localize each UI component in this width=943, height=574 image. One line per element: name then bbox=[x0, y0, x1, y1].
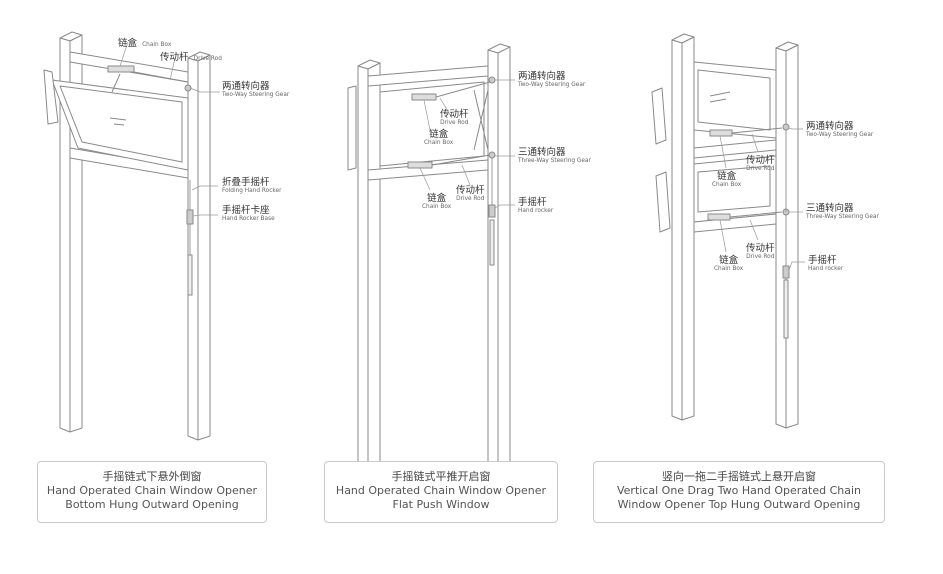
label-chain-box-top-p2: 链盒 Chain Box bbox=[424, 129, 454, 147]
label-en: Drive Rod bbox=[456, 196, 485, 203]
label-zh: 传动杆 bbox=[440, 109, 469, 120]
label-en: Hand rocker bbox=[518, 208, 554, 215]
label-hand-rocker-p3: 手摇杆 Hand rocker bbox=[808, 255, 844, 273]
label-en: Folding Hand Rocker bbox=[222, 188, 282, 195]
caption-zh: 竖向一拖二手摇链式上悬开启窗 bbox=[662, 470, 816, 483]
label-chain-box-p1: 链盒 Chain Box bbox=[118, 32, 171, 50]
label-chain-box-top-p3: 链盒 Chain Box bbox=[712, 171, 742, 189]
label-en: Chain Box bbox=[422, 204, 452, 211]
label-en: Three-Way Steering Gear bbox=[518, 158, 591, 165]
label-three-way-p2: 三通转向器 Three-Way Steering Gear bbox=[518, 147, 591, 165]
label-en: Two-Way Steering Gear bbox=[518, 82, 586, 89]
caption-panel-1: 手摇链式下悬外倒窗 Hand Operated Chain Window Ope… bbox=[37, 461, 267, 523]
caption-zh: 手摇链式平推开启窗 bbox=[391, 470, 491, 483]
label-zh: 链盒 bbox=[719, 255, 739, 266]
panel-3-drawing bbox=[651, 33, 799, 429]
label-zh: 链盒 bbox=[429, 129, 449, 140]
label-en: Hand rocker bbox=[808, 266, 844, 273]
label-en: Two-Way Steering Gear bbox=[222, 92, 290, 99]
caption-en-line2: Flat Push Window bbox=[392, 498, 490, 511]
label-en: Chain Box bbox=[712, 182, 742, 189]
caption-en-line1: Hand Operated Chain Window Opener bbox=[335, 484, 547, 497]
label-drive-rod-bottom-p2: 传动杆 Drive Rod bbox=[456, 185, 485, 203]
label-en: Chain Box bbox=[424, 140, 454, 147]
label-two-way-p1: 两通转向器 Two-Way Steering Gear bbox=[222, 81, 290, 99]
label-two-way-p3: 两通转向器 Two-Way Steering Gear bbox=[806, 121, 874, 139]
caption-zh: 手摇链式下悬外倒窗 bbox=[102, 470, 202, 483]
label-zh: 传动杆 bbox=[746, 243, 775, 254]
label-en: Two-Way Steering Gear bbox=[806, 132, 874, 139]
label-folding-rocker-p1: 折叠手摇杆 Folding Hand Rocker bbox=[222, 177, 282, 195]
label-en: Chain Box bbox=[714, 266, 744, 273]
label-two-way-p2: 两通转向器 Two-Way Steering Gear bbox=[518, 71, 586, 89]
caption-en-line1: Vertical One Drag Two Hand Operated Chai… bbox=[616, 484, 861, 497]
label-en: Hand Rocker Base bbox=[222, 216, 275, 223]
label-zh: 传动杆 bbox=[746, 155, 775, 166]
label-en: Drive Rod bbox=[193, 56, 222, 62]
label-zh: 链盒 bbox=[427, 193, 447, 204]
caption-panel-3: 竖向一拖二手摇链式上悬开启窗 Vertical One Drag Two Han… bbox=[593, 461, 885, 523]
caption-en-line2: Bottom Hung Outward Opening bbox=[65, 498, 239, 511]
label-drive-rod-bottom-p3: 传动杆 Drive Rod bbox=[746, 243, 775, 261]
label-en: Three-Way Steering Gear bbox=[806, 214, 879, 221]
label-en: Chain Box bbox=[142, 42, 172, 48]
label-chain-box-bottom-p2: 链盒 Chain Box bbox=[422, 193, 452, 211]
label-zh: 手摇杆 bbox=[808, 255, 837, 266]
label-zh: 两通转向器 bbox=[806, 121, 854, 132]
label-drive-rod-top-p2: 传动杆 Drive Rod bbox=[440, 109, 469, 127]
label-hand-rocker-p2: 手摇杆 Hand rocker bbox=[518, 197, 554, 215]
panel-1-drawing bbox=[43, 31, 211, 441]
label-zh: 传动杆 bbox=[160, 52, 189, 63]
label-zh: 两通转向器 bbox=[222, 81, 270, 92]
label-zh: 链盒 bbox=[717, 171, 737, 182]
leader-lines bbox=[119, 41, 805, 271]
label-chain-box-bottom-p3: 链盒 Chain Box bbox=[714, 255, 744, 273]
label-zh: 传动杆 bbox=[456, 185, 485, 196]
label-zh: 三通转向器 bbox=[518, 147, 566, 158]
label-drive-rod-p1: 传动杆 Drive Rod bbox=[160, 46, 222, 64]
label-zh: 三通转向器 bbox=[806, 203, 854, 214]
label-en: Drive Rod bbox=[440, 120, 469, 127]
label-zh: 手摇杆卡座 bbox=[222, 205, 270, 216]
label-en: Drive Rod bbox=[746, 254, 775, 261]
label-en: Drive Rod bbox=[746, 166, 775, 173]
caption-en-line2: Window Opener Top Hung Outward Opening bbox=[617, 498, 861, 511]
label-drive-rod-top-p3: 传动杆 Drive Rod bbox=[746, 155, 775, 173]
label-zh: 手摇杆 bbox=[518, 197, 547, 208]
label-zh: 链盒 bbox=[118, 38, 138, 49]
label-zh: 折叠手摇杆 bbox=[222, 177, 270, 188]
label-zh: 两通转向器 bbox=[518, 71, 566, 82]
label-three-way-p3: 三通转向器 Three-Way Steering Gear bbox=[806, 203, 879, 221]
caption-en-line1: Hand Operated Chain Window Opener bbox=[46, 484, 258, 497]
label-rocker-base-p1: 手摇杆卡座 Hand Rocker Base bbox=[222, 205, 275, 223]
panel-2-drawing bbox=[347, 43, 511, 497]
caption-panel-2: 手摇链式平推开启窗 Hand Operated Chain Window Ope… bbox=[324, 461, 558, 523]
